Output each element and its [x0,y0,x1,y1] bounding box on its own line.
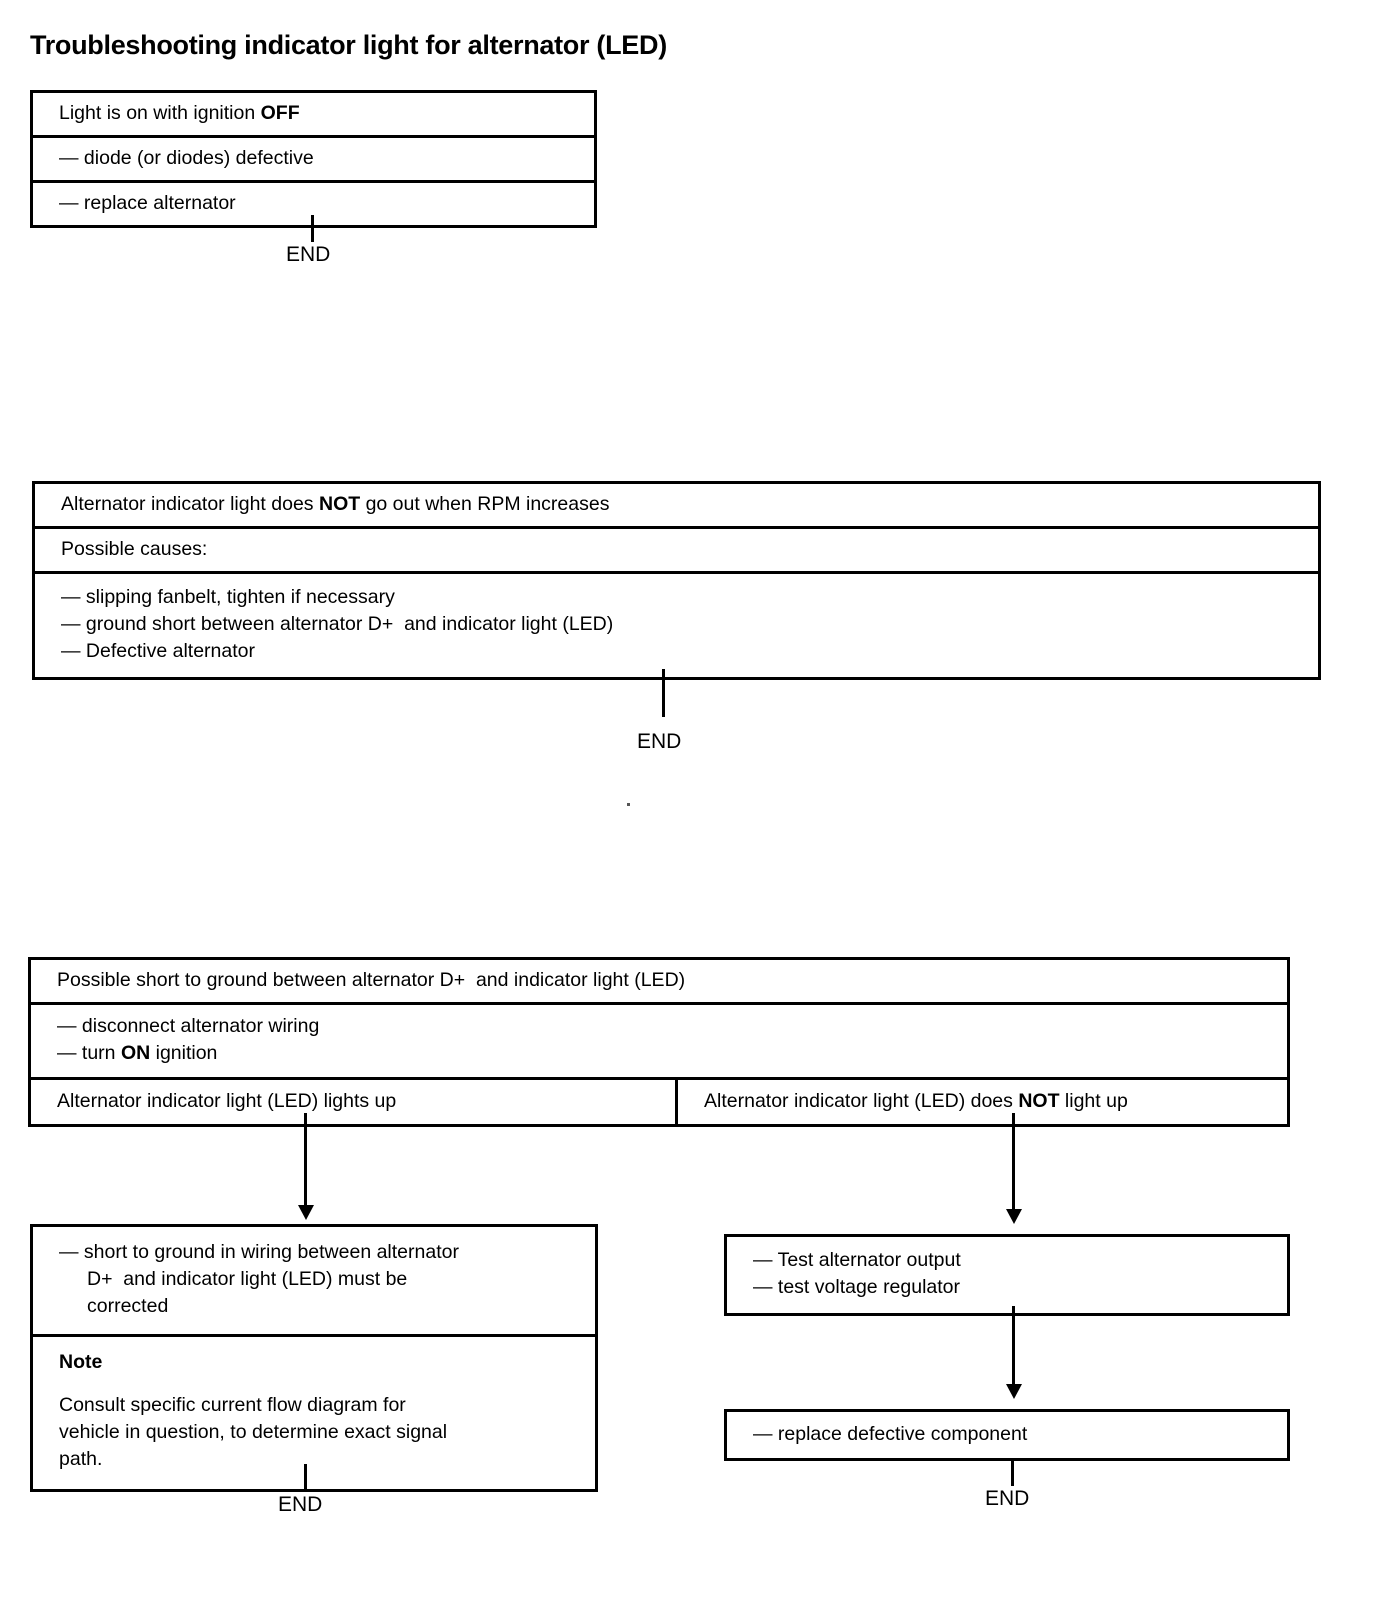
right-result-arrowhead [1006,1384,1022,1399]
section1-condition-emphasis: OFF [260,102,300,124]
section3-header-text: Possible short to ground between alterna… [57,969,686,991]
right-result-line-2: — test voltage regulator [753,1276,961,1298]
section3-step-2-suffix: ignition [150,1042,218,1064]
section3-step-2-emphasis: ON [120,1042,151,1064]
right-result-arrow-line [1012,1306,1015,1388]
right-result-line-1: — Test alternator output [753,1249,961,1271]
section2-causes-header: Possible causes: [61,538,208,560]
section1-connector [311,215,314,242]
right-result-tests-row: — Test alternator output — test voltage … [727,1237,1287,1313]
section2-cause-item-1: — slipping fanbelt, tighten if necessary [61,586,395,608]
note-line-3: path. [59,1448,103,1470]
section3-step-1: — disconnect alternator wiring [57,1015,320,1037]
branch-right-arrow-line [1012,1113,1015,1213]
left-result-box: — short to ground in wiring between alte… [30,1224,598,1492]
left-result-connector [304,1464,307,1492]
section1-condition-text: Light is on with ignition [59,102,261,124]
right-branch-end-label: END [985,1487,1030,1510]
right-final-row: — replace defective component [727,1412,1287,1458]
left-result-action-row: — short to ground in wiring between alte… [33,1227,595,1337]
right-final-text: — replace defective component [753,1423,1028,1445]
section1-cause-text: — diode (or diodes) defective [59,147,314,169]
right-final-box: — replace defective component [724,1409,1290,1461]
section1-cause-row: — diode (or diodes) defective [33,138,594,183]
section1-condition-row: Light is on with ignition OFF [33,93,594,138]
section2-causes-header-row: Possible causes: [35,529,1318,574]
section3-header-row: Possible short to ground between alterna… [31,960,1287,1005]
branch-right-suffix: light up [1059,1090,1128,1112]
right-final-connector [1011,1458,1014,1486]
section3-box: Possible short to ground between alterna… [28,957,1290,1127]
left-result-line-2: D+ and indicator light (LED) must be [87,1268,408,1290]
branch-right-cell: Alternator indicator light (LED) does NO… [675,1080,1287,1124]
section2-condition-prefix: Alternator indicator light does [61,493,319,515]
section2-end-label: END [637,730,682,753]
section2-causes-row: — slipping fanbelt, tighten if necessary… [35,574,1318,677]
section1-action-row: — replace alternator [33,183,594,225]
note-title: Note [59,1351,103,1373]
branch-right-emphasis: NOT [1018,1090,1060,1112]
right-result-box: — Test alternator output — test voltage … [724,1234,1290,1316]
note-line-2: vehicle in question, to determine exact … [59,1421,448,1443]
section2-box: Alternator indicator light does NOT go o… [32,481,1321,680]
left-result-line-1: — short to ground in wiring between alte… [59,1241,459,1263]
left-result-note-row: Note Consult specific current flow diagr… [33,1337,595,1489]
section2-connector [662,669,665,717]
note-line-1: Consult specific current flow diagram fo… [59,1394,406,1416]
section3-branch-row: Alternator indicator light (LED) lights … [31,1080,1287,1124]
section1-box: Light is on with ignition OFF — diode (o… [30,90,597,228]
section3-step-2-prefix: — turn [57,1042,121,1064]
page-title: Troubleshooting indicator light for alte… [30,30,667,60]
section2-cause-item-2: — ground short between alternator D+ and… [61,613,614,635]
left-branch-end-label: END [278,1493,323,1516]
branch-right-prefix: Alternator indicator light (LED) does [704,1090,1019,1112]
section2-condition-row: Alternator indicator light does NOT go o… [35,484,1318,529]
branch-left-arrowhead [298,1205,314,1220]
scan-speck [627,803,630,806]
section2-condition-suffix: go out when RPM increases [360,493,610,515]
branch-left-label: Alternator indicator light (LED) lights … [57,1090,397,1112]
section1-end-label: END [286,243,331,266]
section2-cause-item-3: — Defective alternator [61,640,256,662]
section2-condition-emphasis: NOT [318,493,361,515]
branch-right-arrowhead [1006,1209,1022,1224]
left-result-line-3: corrected [87,1295,169,1317]
section3-steps-row: — disconnect alternator wiring — turn ON… [31,1005,1287,1080]
branch-left-arrow-line [304,1113,307,1209]
section1-action-text: — replace alternator [59,192,236,214]
branch-left-cell: Alternator indicator light (LED) lights … [31,1080,675,1124]
